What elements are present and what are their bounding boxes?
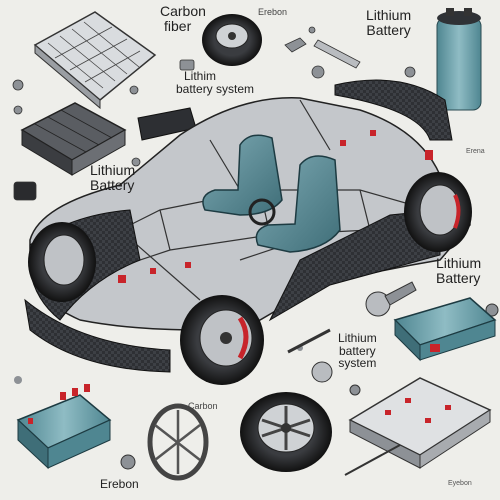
label-carbon-fiber-line1: Carbon xyxy=(160,3,206,19)
label-lithium-battery-left-line1: Lithium xyxy=(90,162,136,178)
label-carbon-fiber-line2: fiber xyxy=(164,17,192,34)
right-side-parts xyxy=(287,281,499,476)
label-lithium-battery-top-line2: Battery xyxy=(366,21,411,38)
battery-module-left xyxy=(20,102,197,176)
label-lithium-battery-right-line2: Battery xyxy=(436,269,481,286)
label-lithium-battery-system-line1: Lithim xyxy=(184,69,217,83)
label-lithium-battery-system-bottom-line2: battery xyxy=(339,343,376,358)
label-lithium-battery-right-line1: Lithium xyxy=(436,255,482,271)
label-lithium-battery-left: Lithium Battery xyxy=(90,163,135,192)
cylinder-battery xyxy=(436,8,482,111)
label-lithium-battery-left-line2: Battery xyxy=(90,176,135,193)
label-lithium-battery-system-bottom-line1: Lithium xyxy=(338,331,377,345)
car-seats xyxy=(202,134,341,253)
label-eyebon-bottom-right: Eyebon xyxy=(448,480,472,487)
label-lithium-battery-right: Lithium Battery xyxy=(436,256,481,285)
bottom-left-parts xyxy=(14,376,332,481)
small-parts-top xyxy=(12,26,416,201)
label-erebon-top: Erebon xyxy=(258,7,288,17)
label-lithium-battery-top: Lithium Battery xyxy=(366,8,411,37)
car-wheels xyxy=(28,172,472,385)
label-erebon-bottom: Erebon xyxy=(100,477,139,491)
label-lithium-battery-top-line1: Lithium xyxy=(366,7,412,23)
label-carbon-bottom: Carbon xyxy=(188,401,218,411)
label-tiny-right: Erena xyxy=(466,148,485,155)
label-lithium-battery-system: Lithim battery system xyxy=(176,70,254,95)
label-carbon-fiber: Carbon fiber xyxy=(160,4,206,33)
tire-top xyxy=(202,14,262,66)
label-lithium-battery-system-line2: battery system xyxy=(176,81,255,96)
label-lithium-battery-system-bottom-line3: system xyxy=(338,356,377,371)
battery-tray-top-left xyxy=(33,11,157,110)
label-lithium-battery-system-bottom: Lithium battery system xyxy=(338,332,377,370)
